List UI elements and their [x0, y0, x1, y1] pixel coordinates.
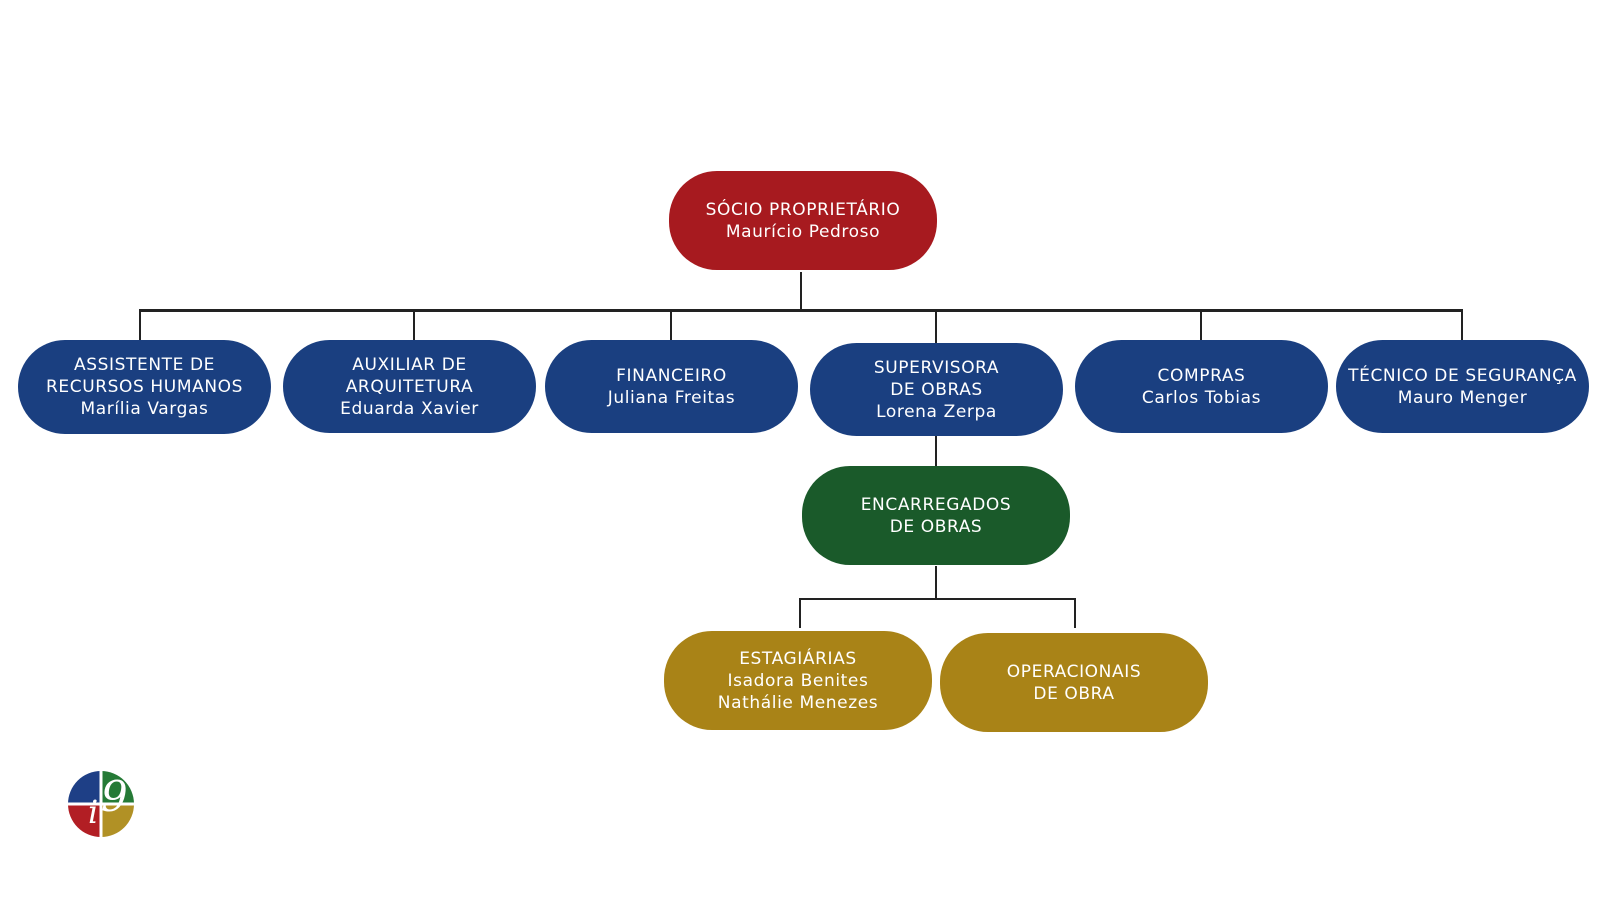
node-arquitetura-title-line2: ARQUITETURA — [345, 376, 474, 397]
i9-logo-icon: i 9 — [68, 771, 134, 837]
node-auxiliar-arquitetura: AUXILIAR DE ARQUITETURA Eduarda Xavier — [283, 340, 536, 433]
node-financeiro: FINANCEIRO Juliana Freitas — [545, 340, 798, 433]
node-financeiro-person: Juliana Freitas — [607, 387, 736, 408]
node-encarregados-title-line2: DE OBRAS — [889, 516, 983, 537]
connector-to-rh — [139, 310, 141, 340]
node-estagiarias: ESTAGIÁRIAS Isadora Benites Nathálie Men… — [664, 631, 932, 730]
node-estagiarias-person-2: Nathálie Menezes — [717, 692, 879, 713]
node-compras-title: COMPRAS — [1157, 365, 1246, 386]
node-operacionais-title-line1: OPERACIONAIS — [1006, 661, 1142, 682]
node-supervisora-obras: SUPERVISORA DE OBRAS Lorena Zerpa — [810, 343, 1063, 436]
node-supervisora-title-line2: DE OBRAS — [890, 379, 983, 400]
connector-to-supervisora — [935, 310, 937, 344]
connector-to-financeiro — [670, 310, 672, 340]
connector-supervisora-encarregados — [935, 435, 937, 467]
connector-owner-down — [800, 272, 802, 310]
node-assistente-rh: ASSISTENTE DE RECURSOS HUMANOS Marília V… — [18, 340, 271, 434]
svg-text:9: 9 — [101, 772, 128, 821]
node-seguranca-title: TÉCNICO DE SEGURANÇA — [1348, 365, 1577, 386]
connector-to-estagiarias — [799, 598, 801, 628]
connector-field-bar — [799, 598, 1076, 600]
node-rh-title-line1: ASSISTENTE DE — [73, 355, 216, 375]
connector-to-compras — [1200, 310, 1202, 340]
node-socio-title: SÓCIO PROPRIETÁRIO — [705, 199, 901, 220]
node-estagiarias-person-1: Isadora Benites — [727, 670, 869, 691]
node-rh-title-line2: RECURSOS HUMANOS — [45, 377, 244, 397]
node-socio-person: Maurício Pedroso — [725, 221, 881, 242]
node-socio-proprietario: SÓCIO PROPRIETÁRIO Maurício Pedroso — [669, 171, 937, 270]
node-operacionais-obra: OPERACIONAIS DE OBRA — [940, 633, 1208, 732]
node-supervisora-title-line1: SUPERVISORA — [873, 357, 1000, 378]
node-tecnico-seguranca: TÉCNICO DE SEGURANÇA Mauro Menger — [1336, 340, 1589, 433]
connector-to-arquitetura — [413, 310, 415, 340]
node-encarregados-title-line1: ENCARREGADOS — [860, 494, 1012, 515]
connector-to-seguranca — [1461, 310, 1463, 340]
connector-encarregados-down — [935, 566, 937, 600]
node-rh-person: Marília Vargas — [80, 399, 209, 419]
node-arquitetura-title-line1: AUXILIAR DE — [352, 354, 467, 375]
node-operacionais-title-line2: DE OBRA — [1033, 683, 1115, 704]
node-supervisora-person: Lorena Zerpa — [876, 401, 997, 422]
connector-to-operacionais — [1074, 598, 1076, 628]
node-financeiro-title: FINANCEIRO — [616, 365, 727, 386]
node-compras: COMPRAS Carlos Tobias — [1075, 340, 1328, 433]
node-arquitetura-person: Eduarda Xavier — [340, 398, 479, 419]
node-encarregados-obras: ENCARREGADOS DE OBRAS — [802, 466, 1070, 565]
node-compras-person: Carlos Tobias — [1141, 387, 1262, 408]
node-seguranca-person: Mauro Menger — [1397, 387, 1528, 408]
connector-staff-bar — [139, 309, 1463, 312]
svg-text:i: i — [88, 793, 98, 831]
node-estagiarias-title: ESTAGIÁRIAS — [739, 648, 857, 669]
